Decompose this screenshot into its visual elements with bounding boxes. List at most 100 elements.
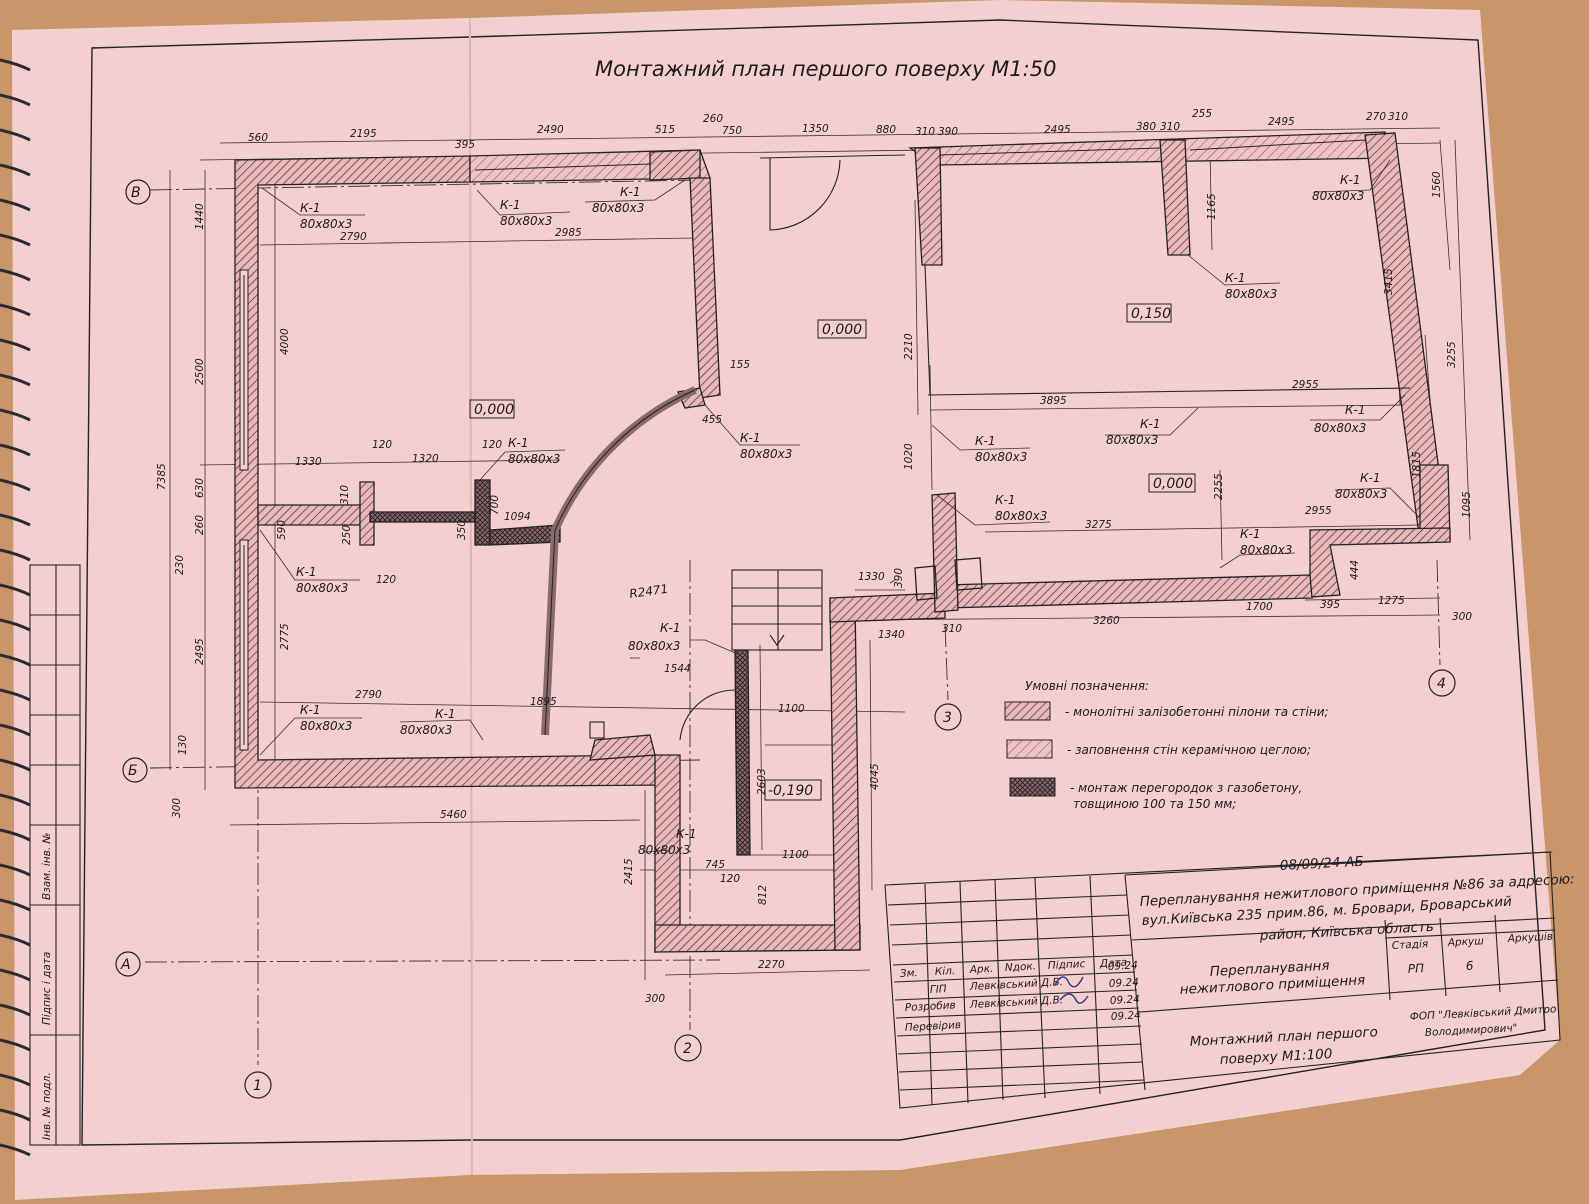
- legend-item-thickness: товщиною 100 та 150 мм;: [1073, 797, 1236, 811]
- col-sheet: Арк.: [969, 963, 994, 976]
- dim-text: 2955: [1305, 505, 1332, 517]
- date-1: 09.24: [1108, 959, 1139, 973]
- column-tag: К-1: [1345, 403, 1365, 417]
- column-tag: К-1: [740, 431, 760, 445]
- dim-text: 444: [1349, 560, 1361, 580]
- object-name-1: Перепланування: [1209, 958, 1330, 980]
- dim-text: 350: [456, 520, 468, 540]
- dim-text: 1100: [778, 703, 805, 715]
- sheet-name-2: поверху М1:100: [1219, 1046, 1332, 1068]
- dim-text: 3260: [1093, 615, 1120, 627]
- dim-text: 1560: [1431, 171, 1443, 198]
- column-size: 80x80x3: [995, 509, 1047, 523]
- dim-text: 4045: [869, 763, 881, 790]
- dim-text: 1350: [802, 123, 829, 135]
- dim-text: 1020: [903, 443, 915, 470]
- name-gip: Левківський Д.В.: [969, 976, 1064, 993]
- column-size: 80x80x3: [975, 450, 1027, 464]
- sheet-value: 6: [1465, 959, 1474, 973]
- dim-text: 380: [1136, 121, 1156, 133]
- column-tag: К-1: [676, 827, 696, 841]
- column-size: 80x80x3: [508, 452, 560, 466]
- level-mark: -0,190: [768, 783, 813, 799]
- dim-text: 2495: [1268, 116, 1295, 128]
- dim-text: 310: [1388, 111, 1408, 123]
- dim-text: 310: [1160, 121, 1180, 133]
- dim-text: 7385: [156, 463, 168, 490]
- dim-text: 260: [194, 515, 206, 535]
- dim-text: 255: [1192, 108, 1212, 120]
- dim-text: 5460: [440, 809, 467, 821]
- dim-text: 812: [757, 885, 769, 905]
- date-2: 09.24: [1109, 976, 1140, 990]
- column-size: 80x80x3: [1106, 433, 1158, 447]
- axis-label-v: В: [131, 185, 141, 201]
- dim-text: 1340: [878, 629, 905, 641]
- dim-text: 260: [703, 113, 723, 125]
- dim-text: 250: [341, 525, 353, 545]
- left-stamp: [29, 564, 81, 1146]
- dim-text: 1815: [1411, 451, 1423, 478]
- stamp-sign-date: Підпис і дата: [41, 952, 53, 1025]
- dim-text: 2255: [1213, 473, 1225, 500]
- dim-text: 120: [372, 439, 392, 451]
- axis-bubbles: [115, 179, 1456, 1099]
- dim-text: 2955: [1292, 379, 1319, 391]
- name-developer: Левківський Д.В.: [969, 994, 1064, 1011]
- level-mark: 0,150: [1131, 306, 1171, 322]
- col-sign: Підпис: [1048, 958, 1086, 972]
- page-fold: [469, 17, 473, 1176]
- signature: [1054, 976, 1089, 1004]
- column-size: 80x80x3: [1312, 189, 1364, 203]
- dim-text: 2490: [537, 124, 564, 136]
- radius-label: R2471: [628, 582, 668, 601]
- dims-interior: 2790 2985 1330 120 1320 120 310 350 700 …: [276, 193, 1472, 1005]
- role-developer: Розробив: [905, 999, 956, 1014]
- dim-text: 1895: [530, 696, 557, 708]
- axis-label-b: Б: [128, 763, 138, 779]
- column-tag: К-1: [1140, 417, 1160, 431]
- col-doc: Nдок.: [1005, 960, 1037, 974]
- dim-text: 230: [174, 555, 186, 575]
- column-tag: К-1: [500, 198, 520, 212]
- legend-swatch-brick: [1006, 739, 1053, 759]
- column-leaders: [259, 159, 1421, 853]
- dim-text: 2790: [355, 689, 382, 701]
- dim-text: 2985: [555, 227, 582, 239]
- dim-text: 300: [171, 798, 183, 818]
- spiral-binding: [0, 58, 31, 1157]
- date-3: 09.24: [1110, 993, 1141, 1007]
- column-tag: К-1: [975, 434, 995, 448]
- column-size: 80x80x3: [592, 201, 644, 215]
- dim-text: 590: [276, 520, 288, 540]
- sheet-label: Аркуш: [1447, 935, 1485, 949]
- dim-text: 3415: [1383, 268, 1395, 295]
- dim-text: 300: [645, 993, 665, 1005]
- dim-text: 515: [655, 124, 675, 136]
- dim-text: 1320: [412, 453, 439, 465]
- level-mark: 0,000: [1153, 476, 1193, 492]
- legend: Умовні позначення: - монолітні залізобет…: [1004, 679, 1329, 811]
- dim-text: 1544: [664, 663, 691, 675]
- company-line-2: Володимирович": [1425, 1022, 1518, 1039]
- sheets-label: Аркушів: [1507, 931, 1554, 945]
- column-tag: К-1: [660, 621, 680, 635]
- column-size: 80x80x3: [1225, 287, 1277, 301]
- stage-label: Стадія: [1392, 938, 1429, 952]
- col-change: Зм.: [900, 967, 919, 980]
- walls: [234, 131, 1451, 953]
- dim-text: 2495: [1044, 124, 1071, 136]
- column-size: 80x80x3: [1240, 543, 1292, 557]
- dim-text: 120: [720, 873, 740, 885]
- windows: [239, 139, 1366, 751]
- dim-text: 395: [455, 139, 475, 151]
- dim-text: 1100: [782, 849, 809, 861]
- column-tag: К-1: [300, 703, 320, 717]
- stamp-inv-orig: Інв. № подл.: [41, 1072, 53, 1140]
- plan-title: Монтажний план першого поверху М1:50: [595, 57, 1056, 81]
- dim-text: 1330: [295, 456, 322, 468]
- legend-item-aerated: - монтаж перегородок з газобетону,: [1070, 781, 1302, 795]
- dim-text: 880: [876, 124, 896, 136]
